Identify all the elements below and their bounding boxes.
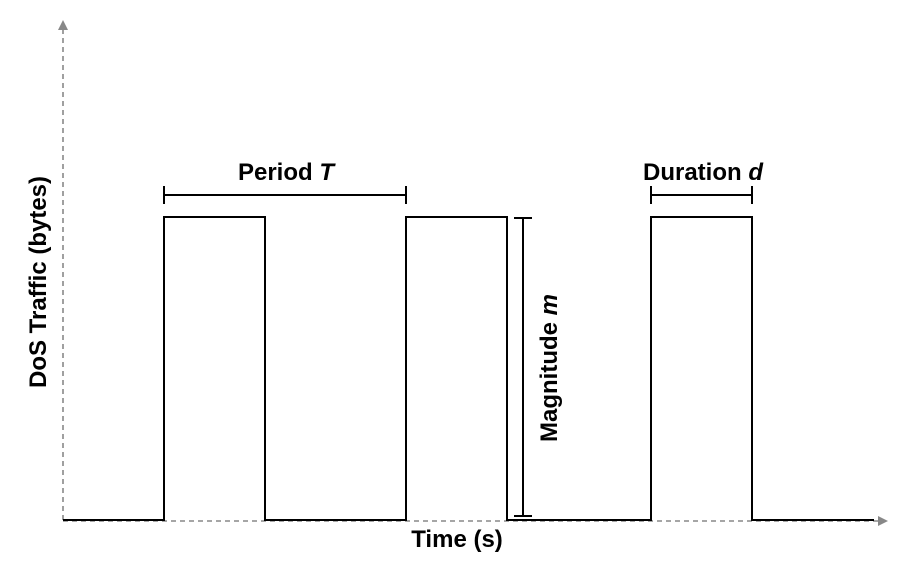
y-axis-label: DoS Traffic (bytes): [25, 176, 52, 388]
pulse-signal-line: [63, 216, 874, 521]
x-axis-label: Time (s): [411, 526, 503, 553]
duration-label: Duration d: [643, 159, 764, 186]
period-bracket: [163, 186, 407, 204]
magnitude-bracket: [514, 217, 532, 517]
period-label: Period T: [238, 159, 336, 186]
duration-bracket: [650, 186, 753, 204]
magnitude-label: Magnitude m: [536, 294, 563, 442]
